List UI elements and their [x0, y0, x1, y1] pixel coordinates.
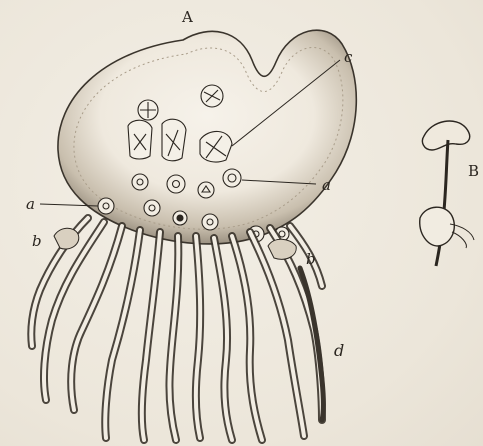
label-c: c [344, 48, 353, 66]
label-b-right: b [306, 250, 316, 268]
label-a-right: a [322, 176, 331, 194]
label-b-left: b [32, 232, 42, 250]
label-B: B [468, 162, 479, 180]
seedling-figure [420, 121, 474, 266]
label-a-left: a [26, 195, 35, 213]
label-d: d [334, 341, 344, 360]
label-A: A [181, 8, 193, 26]
